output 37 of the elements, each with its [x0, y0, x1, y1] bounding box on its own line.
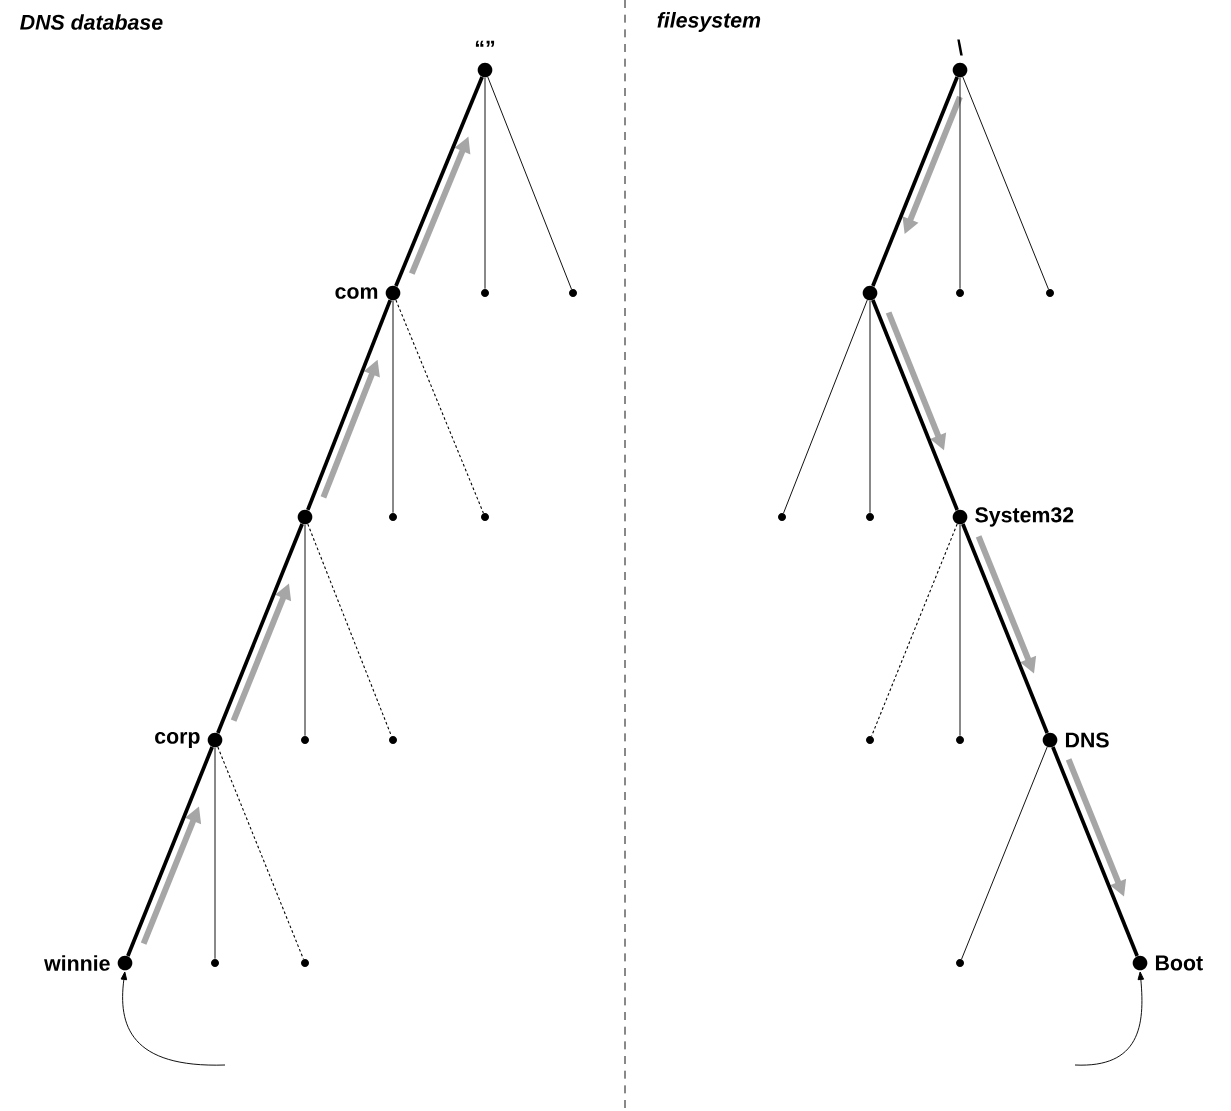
- node-label: corp: [155, 732, 200, 748]
- tree-line: [306, 299, 392, 511]
- node-label: “”: [475, 40, 495, 47]
- tree-line: [217, 746, 304, 960]
- node-label: System32: [975, 507, 1074, 527]
- tree-line: [392, 300, 394, 514]
- tree-line: [961, 746, 1048, 960]
- tree-line: [395, 299, 484, 514]
- tree-line: [304, 524, 306, 737]
- tree-line: [214, 747, 216, 960]
- tree-line: [1051, 746, 1139, 957]
- tree-line: [307, 523, 392, 737]
- node-label: winnie: [44, 955, 110, 971]
- tree-line: [394, 76, 484, 287]
- tree-line: [871, 76, 959, 287]
- tree-line: [959, 77, 961, 290]
- tree-line: [871, 523, 958, 737]
- node-label: DNS: [1065, 732, 1109, 748]
- tree-line: [962, 76, 1049, 290]
- leader-arrow: [1074, 971, 1145, 1066]
- dot: [297, 509, 313, 525]
- section-title: filesystem: [657, 12, 761, 32]
- tree-line: [871, 299, 959, 511]
- tree-line: [869, 300, 871, 514]
- node-label: com: [335, 287, 378, 299]
- tree-line: [961, 523, 1049, 734]
- node-label: \: [957, 39, 963, 56]
- dot: [862, 285, 878, 301]
- node-label: Boot: [1155, 955, 1203, 971]
- tree-line: [126, 746, 214, 957]
- tree-line: [216, 523, 304, 734]
- tree-line: [959, 524, 961, 737]
- tree-line: [484, 77, 486, 290]
- leader-arrow: [120, 971, 226, 1066]
- section-title: DNS database: [20, 14, 163, 30]
- tree-line: [487, 76, 572, 290]
- tree-line: [783, 299, 868, 514]
